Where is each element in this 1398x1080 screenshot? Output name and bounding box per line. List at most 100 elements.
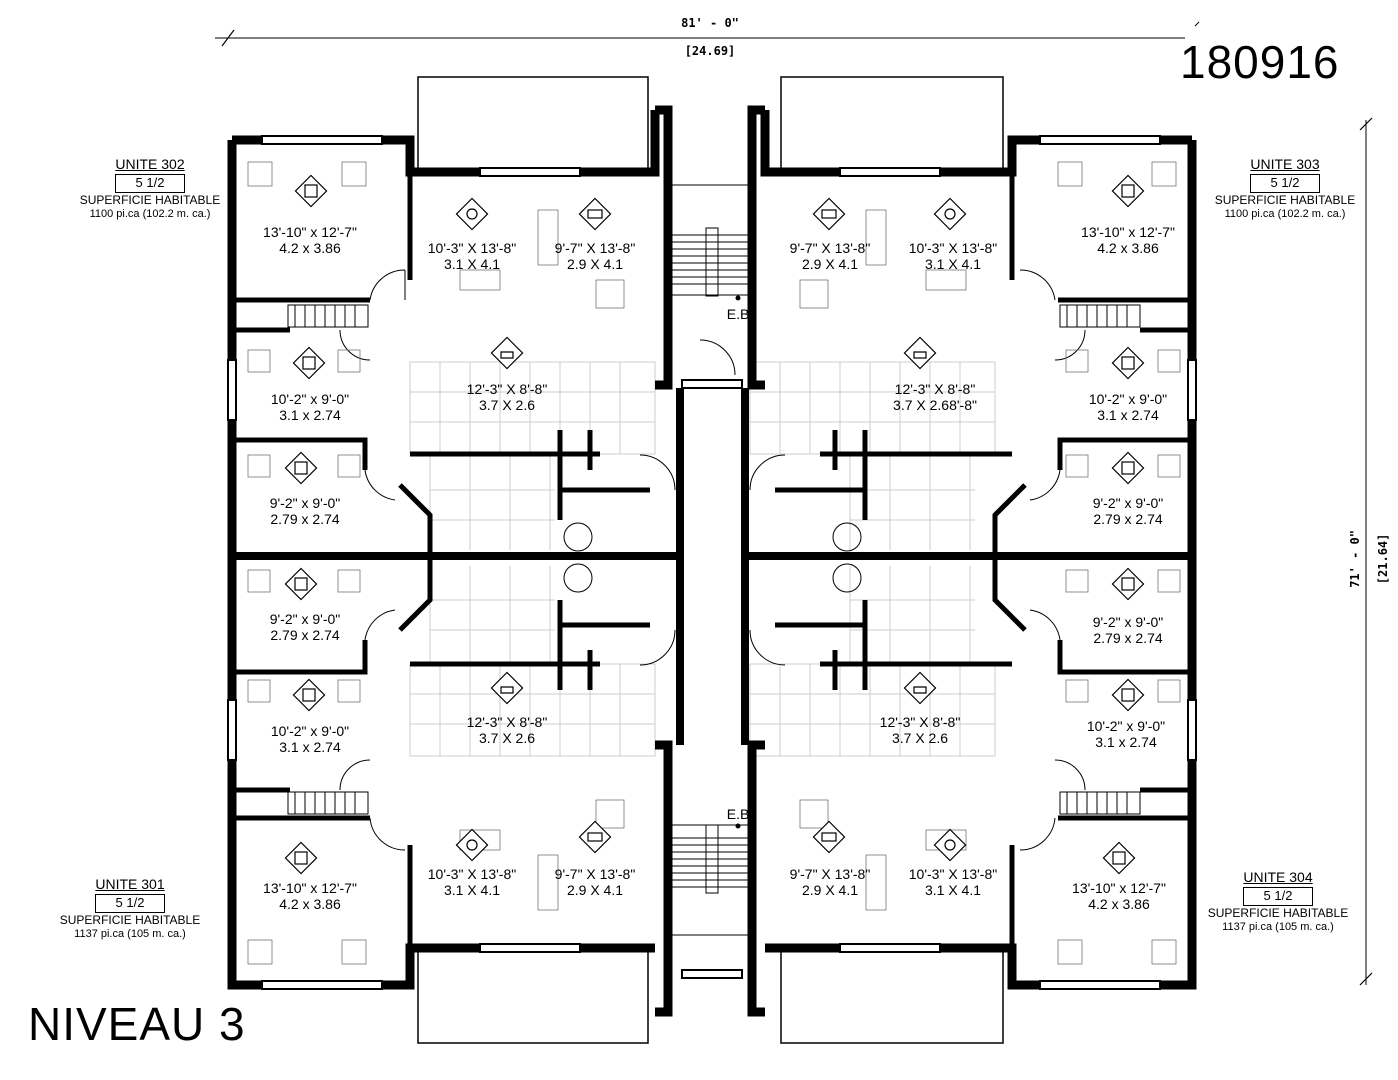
area-value: 1100 pi.ca (102.2 m. ca.): [89, 207, 211, 220]
room-dim-metric: 2.79 x 2.74: [270, 627, 340, 644]
room-dim-metric: 2.9 X 4.1: [566, 256, 624, 273]
room-dim-metric: 3.1 X 4.1: [924, 256, 982, 273]
room-dim-metric: 3.1 X 4.1: [443, 882, 501, 899]
room-dim-metric: 3.7 X 2.6: [478, 397, 536, 414]
bed-icon: [1111, 451, 1145, 485]
room-dim-extra: 8'-8": [949, 397, 977, 414]
dining-icon: [455, 197, 489, 231]
room-dim-imperial: 10'-3" X 13'-8": [908, 240, 998, 256]
kitchen-icon: [490, 671, 524, 705]
unit-title: UNITE 304: [1243, 869, 1313, 885]
room-dim-imperial: 13'-10" x 12'-7": [1081, 224, 1175, 240]
room-label: 12'-3" X 8'-8"3.7 X 2.6: [447, 381, 567, 413]
room-dim-metric: 3.1 X 4.1: [924, 882, 982, 899]
room-dim-metric: 4.2 x 3.86: [279, 896, 341, 913]
room-dim-metric: 2.79 x 2.74: [1093, 630, 1163, 647]
room-dim-imperial: 9'-7" X 13'-8": [554, 240, 636, 256]
door-swings: [339, 269, 1086, 851]
stair-marker: [735, 295, 741, 301]
room-label: 9'-7" X 13'-8"2.9 X 4.1: [535, 240, 655, 272]
room-label: 9'-2" x 9'-0"2.79 x 2.74: [1068, 614, 1188, 646]
room-dim-imperial: 13'-10" x 12'-7": [263, 224, 357, 240]
room-dim-imperial: 13'-10" x 12'-7": [1072, 880, 1166, 896]
room-dim-imperial: 12'-3" X 8'-8": [466, 714, 548, 730]
sofa-icon: [812, 820, 846, 854]
room-dim-metric: 3.1 X 4.1: [443, 256, 501, 273]
room-label: 12'-3" X 8'-8"3.7 X 2.6: [860, 714, 980, 746]
room-label: 10'-3" X 13'-8"3.1 X 4.1: [412, 240, 532, 272]
room-dim-metric: 2.79 x 2.74: [270, 511, 340, 528]
unit-303-label: UNITE 303 5 1/2 SUPERFICIE HABITABLE 110…: [1185, 156, 1385, 220]
unit-type: 5 1/2: [94, 894, 166, 914]
stairwells: [667, 184, 754, 936]
room-dim-metric: 3.1 x 2.74: [1095, 734, 1157, 751]
room-dim-metric: 2.9 X 4.1: [801, 882, 859, 899]
room-dim-imperial: 10'-3" X 13'-8": [427, 240, 517, 256]
unit-304-label: UNITE 304 5 1/2 SUPERFICIE HABITABLE 113…: [1178, 869, 1378, 933]
room-dim-imperial: 10'-2" x 9'-0": [270, 391, 350, 407]
area-value: 1137 pi.ca (105 m. ca.): [74, 927, 186, 940]
stair-marker: [735, 823, 741, 829]
width-imperial: 81' - 0": [681, 16, 739, 30]
top-dimension-line: [215, 21, 1200, 47]
unit-type: 5 1/2: [114, 174, 186, 194]
room-label: 9'-2" x 9'-0"2.79 x 2.74: [245, 611, 365, 643]
room-label: 12'-3" X 8'-8"3.7 X 2.68'-8": [860, 381, 1010, 413]
kitchen-icon: [903, 671, 937, 705]
unit-type: 5 1/2: [1249, 174, 1321, 194]
unit-title: UNITE 302: [115, 156, 185, 172]
bed-icon: [1111, 346, 1145, 380]
room-dim-metric: 2.79 x 2.74: [1093, 511, 1163, 528]
unit-type: 5 1/2: [1242, 887, 1314, 907]
room-dim-imperial: 9'-2" x 9'-0": [269, 495, 341, 511]
room-dim-metric: 3.7 X 2.6: [891, 730, 949, 747]
room-dim-imperial: 10'-3" X 13'-8": [908, 866, 998, 882]
room-dim-metric: 3.1 x 2.74: [279, 407, 341, 424]
height-metric: [21.64]: [1376, 533, 1391, 585]
room-dim-imperial: 9'-7" X 13'-8": [789, 240, 871, 256]
room-dim-imperial: 9'-2" x 9'-0": [269, 611, 341, 627]
level-label: NIVEAU 3: [28, 998, 246, 1050]
room-label: 10'-2" x 9'-0"3.1 x 2.74: [1066, 718, 1186, 750]
right-dimension-line: [1359, 117, 1373, 986]
dining-icon: [933, 828, 967, 862]
room-label: 9'-2" x 9'-0"2.79 x 2.74: [245, 495, 365, 527]
dining-icon: [933, 197, 967, 231]
unit-title: UNITE 303: [1250, 156, 1320, 172]
room-dim-imperial: 9'-7" X 13'-8": [554, 866, 636, 882]
room-label: 12'-3" X 8'-8"3.7 X 2.6: [447, 714, 567, 746]
room-icons: [284, 174, 1145, 875]
bed-icon: [294, 174, 328, 208]
width-metric: [24.69]: [684, 44, 736, 58]
room-dim-imperial: 12'-3" X 8'-8": [894, 381, 976, 397]
sofa-icon: [578, 197, 612, 231]
room-dim-imperial: 9'-7" X 13'-8": [789, 866, 871, 882]
unit-301-label: UNITE 301 5 1/2 SUPERFICIE HABITABLE 113…: [30, 876, 230, 940]
room-dim-metric: 4.2 x 3.86: [1097, 240, 1159, 257]
bed-icon: [1111, 678, 1145, 712]
kitchen-icon: [490, 336, 524, 370]
room-label: 13'-10" x 12'-7"4.2 x 3.86: [250, 880, 370, 912]
room-dim-imperial: 10'-2" x 9'-0": [270, 723, 350, 739]
area-value: 1137 pi.ca (105 m. ca.): [1222, 920, 1334, 933]
sofa-icon: [578, 820, 612, 854]
dining-icon: [455, 828, 489, 862]
area-label: SUPERFICIE HABITABLE: [1214, 193, 1356, 208]
room-label: 9'-2" x 9'-0"2.79 x 2.74: [1068, 495, 1188, 527]
furniture: [247, 161, 1181, 965]
room-dim-imperial: 9'-2" x 9'-0": [1092, 614, 1164, 630]
room-dim-metric: 2.9 X 4.1: [566, 882, 624, 899]
room-label: 13'-10" x 12'-7"4.2 x 3.86: [1068, 224, 1188, 256]
room-label: 10'-3" X 13'-8"3.1 X 4.1: [893, 866, 1013, 898]
room-dim-imperial: 9'-2" x 9'-0": [1092, 495, 1164, 511]
room-dim-metric: 3.1 x 2.74: [1097, 407, 1159, 424]
room-label: 9'-7" X 13'-8"2.9 X 4.1: [770, 240, 890, 272]
room-dim-metric: 3.7 X 2.6: [478, 730, 536, 747]
room-label: 9'-7" X 13'-8"2.9 X 4.1: [770, 866, 890, 898]
room-dim-metric: 3.7 X 2.6: [893, 397, 950, 414]
unit-title: UNITE 301: [95, 876, 165, 892]
room-dim-metric: 4.2 x 3.86: [279, 240, 341, 257]
room-label: 10'-3" X 13'-8"3.1 X 4.1: [412, 866, 532, 898]
room-label: 10'-2" x 9'-0"3.1 x 2.74: [1068, 391, 1188, 423]
corridor-walls: [236, 388, 1188, 745]
